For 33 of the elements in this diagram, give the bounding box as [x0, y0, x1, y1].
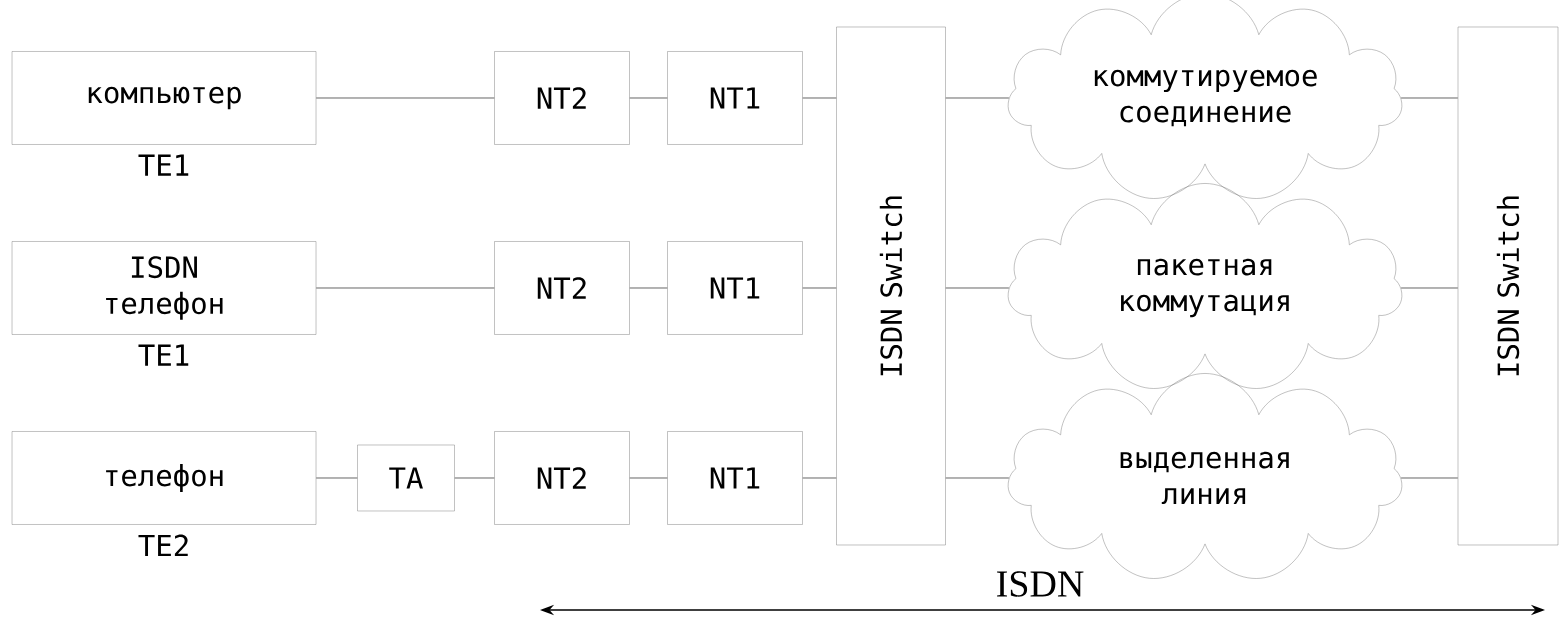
connection-line [315, 97, 495, 99]
connection-line [629, 97, 668, 99]
connection-line [945, 97, 1010, 99]
device-box: телефон [11, 431, 317, 525]
device-box: NT1 [667, 431, 803, 525]
device-box: ISDN телефон [11, 241, 317, 335]
device-box: TA [357, 444, 455, 512]
network-cloud: коммутируемое соединение [1007, 0, 1403, 199]
connection-line [802, 97, 837, 99]
network-cloud: пакетная коммутация [1007, 183, 1403, 389]
device-box: NT2 [494, 51, 630, 145]
connection-line [315, 287, 495, 289]
connection-line [802, 287, 837, 289]
connection-line [1400, 97, 1459, 99]
device-box: NT1 [667, 51, 803, 145]
connection-line [945, 477, 1010, 479]
device-box: NT2 [494, 241, 630, 335]
switch-box: ISDN Switch [836, 26, 946, 546]
switch-box: ISDN Switch [1457, 26, 1559, 546]
device-type-label: TE2 [138, 534, 188, 557]
device-box: NT2 [494, 431, 630, 525]
connection-line [629, 477, 668, 479]
device-box: компьютер [11, 51, 317, 145]
connection-line [1400, 287, 1459, 289]
connection-line [945, 287, 1010, 289]
connection-line [629, 287, 668, 289]
connection-line [315, 477, 358, 479]
device-type-label: TE1 [138, 154, 189, 176]
device-box: NT1 [667, 241, 803, 335]
device-type-label: TE1 [138, 344, 189, 366]
connection-line [802, 477, 837, 479]
connection-line [454, 477, 495, 479]
connection-line [1400, 477, 1459, 479]
